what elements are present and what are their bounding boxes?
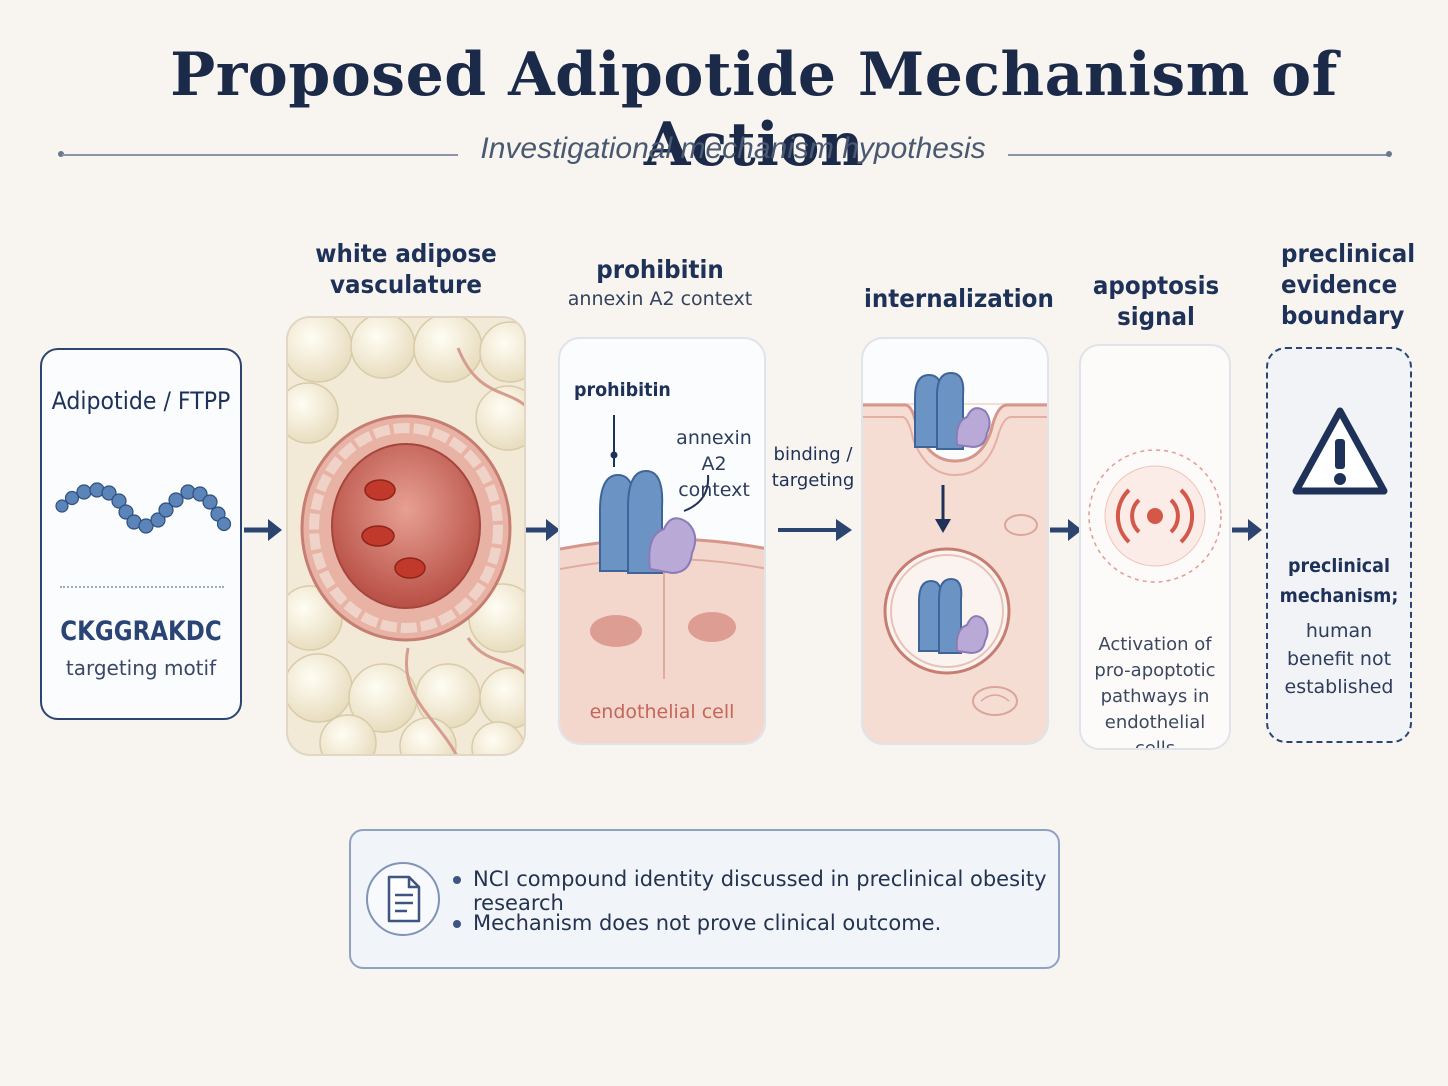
endothelial-cell-label: endothelial cell bbox=[589, 701, 735, 723]
callout-prohibitin: prohibitin bbox=[574, 379, 671, 401]
document-icon bbox=[366, 862, 440, 936]
internalization-label: internalization bbox=[864, 284, 1054, 313]
adipotide-card: Adipotide / FTPP CKGGRAKDC targeting mot… bbox=[40, 348, 242, 720]
apoptosis-illustration: Activation of pro-apoptotic pathways in … bbox=[1079, 344, 1231, 750]
boundary-label: preclinical evidence boundary bbox=[1281, 239, 1416, 330]
receptor-label: prohibitin bbox=[596, 255, 724, 284]
dotted-divider bbox=[60, 586, 224, 588]
apoptosis-signal-icon bbox=[1088, 449, 1222, 583]
boundary-note: human benefit not established bbox=[1284, 620, 1394, 698]
targeting-motif: CKGGRAKDC bbox=[60, 616, 222, 647]
page-title: Proposed Adipotide Mechanism of Action bbox=[170, 40, 1338, 180]
apoptosis-description: Activation of pro-apoptotic pathways in … bbox=[1094, 634, 1216, 750]
receptor-svg bbox=[560, 415, 764, 743]
boundary-note-bold: preclinical mechanism; bbox=[1279, 555, 1399, 607]
page-subtitle: Investigational mechanism hypothesis bbox=[480, 132, 986, 165]
receptor-sublabel: annexin A2 context bbox=[567, 288, 753, 310]
adipotide-name: Adipotide / FTPP bbox=[51, 387, 231, 415]
vasculature-label: white adipose vasculature bbox=[315, 239, 497, 299]
adipose-vessel-svg bbox=[288, 318, 524, 754]
arrow-right-icon bbox=[526, 519, 560, 541]
rule-right bbox=[1008, 154, 1388, 156]
internalization-svg bbox=[863, 339, 1047, 716]
arrow-right-icon bbox=[1050, 519, 1082, 541]
warning-icon bbox=[1292, 407, 1388, 495]
boundary-card: preclinical mechanism; human benefit not… bbox=[1266, 347, 1412, 743]
rule-dot-right bbox=[1386, 151, 1392, 157]
apoptosis-label: apoptosis signal bbox=[1092, 271, 1220, 331]
motif-caption: targeting motif bbox=[65, 656, 217, 680]
rule-left bbox=[62, 154, 458, 156]
arrow-right-icon bbox=[244, 519, 282, 541]
notes-box: NCI compound identity discussed in precl… bbox=[349, 829, 1060, 969]
vasculature-illustration bbox=[286, 316, 526, 756]
arrow-right-icon bbox=[778, 519, 852, 541]
arrow-right-icon bbox=[1232, 519, 1262, 541]
binding-arrow-label: binding / targeting bbox=[771, 444, 855, 491]
rule-dot-left bbox=[58, 151, 64, 157]
callout-annexin: annexin A2 context bbox=[676, 427, 752, 501]
subtitle-row: Investigational mechanism hypothesis bbox=[58, 132, 1392, 176]
internalization-illustration bbox=[861, 337, 1049, 745]
receptor-illustration: prohibitin annexin A2 context endothelia… bbox=[558, 337, 766, 745]
peptide-beads bbox=[55, 482, 232, 534]
note-item: Mechanism does not prove clinical outcom… bbox=[453, 911, 1053, 935]
note-item: NCI compound identity discussed in precl… bbox=[453, 867, 1053, 915]
